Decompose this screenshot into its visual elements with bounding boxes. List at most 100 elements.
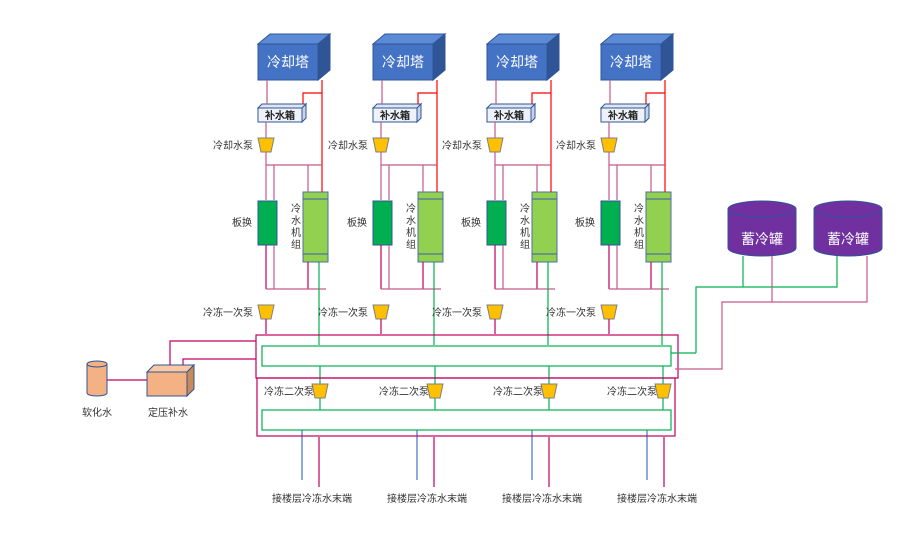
unit-1 (256, 32, 332, 263)
storage-tank-label: 蓄冷罐 (741, 232, 783, 248)
tank-makeup-pipe (417, 92, 437, 104)
makeup-tank-top (371, 103, 423, 109)
secondary-chw-pump-label: 冷冻二次泵 (493, 385, 543, 398)
makeup-tank-label: 补水箱 (379, 109, 410, 122)
chiller (531, 191, 558, 263)
makeup-tank-side (530, 102, 536, 124)
unit-3 (485, 32, 561, 263)
chiller-label-char: 水 (520, 215, 530, 227)
plate-heat-exchanger-label: 板换 (232, 216, 252, 229)
cooling-water-pump (600, 137, 618, 153)
cooling-water-pump-label: 冷却水泵 (213, 139, 253, 152)
primary-chw-pump (600, 304, 618, 320)
secondary-chw-pump-label: 冷冻二次泵 (264, 385, 314, 398)
storage-tank-body (813, 209, 883, 257)
makeup-unit (146, 371, 188, 397)
makeup-tank (600, 107, 646, 123)
chiller-label-char: 水 (634, 215, 644, 227)
tank-makeup-pipe (302, 92, 322, 104)
cooling-tower-label: 冷却塔 (267, 55, 309, 71)
primary-chw-pump-label: 冷冻一次泵 (318, 306, 368, 319)
cooling-tower (257, 43, 319, 81)
plate-heat-exchanger (486, 200, 507, 246)
chiller-label-char: 组 (406, 238, 416, 251)
chiller (302, 191, 329, 263)
cooling-water-pump-label: 冷却水泵 (442, 139, 482, 152)
makeup-tank-label: 补水箱 (607, 109, 638, 122)
cooling-tower-label: 冷却塔 (496, 55, 538, 71)
secondary-chw-pump (426, 383, 444, 399)
tank-makeup-pipe (645, 92, 665, 104)
plate-heat-exchanger (600, 200, 621, 246)
chiller (417, 191, 444, 263)
floor-terminal-label: 接楼层冷冻水末端 (617, 492, 697, 505)
softened-water-tank (86, 360, 108, 397)
cooling-water-pump-label: 冷却水泵 (556, 139, 596, 152)
makeup-tank-side (301, 102, 307, 124)
cooling-tower (372, 43, 434, 81)
cooling-water-pump (257, 137, 275, 153)
primary-chw-pump-label: 冷冻一次泵 (203, 306, 253, 319)
storage-tank-2 (813, 200, 883, 257)
cooling-tower-label: 冷却塔 (382, 55, 424, 71)
makeup-tank (257, 107, 303, 123)
softener-top (86, 360, 108, 368)
plate-heat-exchanger (372, 200, 393, 246)
unit-2 (371, 32, 447, 263)
softener-body (86, 364, 108, 397)
secondary-header-inner (261, 409, 672, 431)
floor-terminal-label: 接楼层冷冻水末端 (272, 492, 352, 505)
chiller-label-char: 组 (520, 238, 530, 251)
secondary-chw-pump-label: 冷冻二次泵 (379, 385, 429, 398)
chiller-label-char: 机 (634, 226, 644, 239)
makeup-tank-label: 补水箱 (493, 109, 524, 122)
storage-tank-top (727, 200, 797, 218)
makeup-tank-side (416, 102, 422, 124)
cooling-tower (486, 43, 548, 81)
cooling-tower-label: 冷却塔 (610, 55, 652, 71)
cooling-tower (600, 43, 662, 81)
plate-heat-exchanger (257, 200, 278, 246)
cooling-water-pump (372, 137, 390, 153)
pressurized-makeup-unit (145, 363, 196, 398)
secondary-chw-pump-label: 冷冻二次泵 (607, 385, 657, 398)
primary-chw-pump-label: 冷冻一次泵 (546, 306, 596, 319)
primary-chw-pump (257, 304, 275, 320)
chiller-label-char: 水 (406, 215, 416, 227)
chiller (645, 191, 672, 263)
pressurized-makeup-label: 定压补水 (148, 406, 188, 419)
cooling-water-pump (486, 137, 504, 153)
storage-tank-label: 蓄冷罐 (827, 232, 869, 248)
storage-green-pipe (695, 256, 838, 353)
plate-heat-exchanger-label: 板换 (347, 216, 367, 229)
makeup-tank-top (485, 103, 537, 109)
plate-heat-exchanger-label: 板换 (575, 216, 595, 229)
chiller-label-char: 水 (291, 215, 301, 227)
makeup-tank-side (644, 102, 650, 124)
chiller-label-char: 冷 (291, 202, 301, 215)
makeup-pipe-2 (182, 358, 256, 365)
chiller-label-char: 冷 (406, 202, 416, 215)
secondary-header-outer (256, 377, 676, 437)
chiller-label-char: 冷 (520, 202, 530, 215)
primary-chw-pump (372, 304, 390, 320)
makeup-tank (486, 107, 532, 123)
chiller-label-char: 机 (406, 226, 416, 239)
primary-chw-pump-label: 冷冻一次泵 (432, 306, 482, 319)
makeup-tank-top (599, 103, 651, 109)
secondary-chw-pump (654, 383, 672, 399)
floor-terminal-label: 接楼层冷冻水末端 (387, 492, 467, 505)
primary-header-inner (261, 345, 672, 367)
makeup-tank (372, 107, 418, 123)
chiller-label-char: 机 (291, 226, 301, 239)
primary-chw-pump (486, 304, 504, 320)
storage-pink-pipe (675, 256, 868, 370)
storage-tank-top (813, 200, 883, 218)
makeup-tank-top (256, 103, 308, 109)
plate-heat-exchanger-label: 板换 (461, 216, 481, 229)
